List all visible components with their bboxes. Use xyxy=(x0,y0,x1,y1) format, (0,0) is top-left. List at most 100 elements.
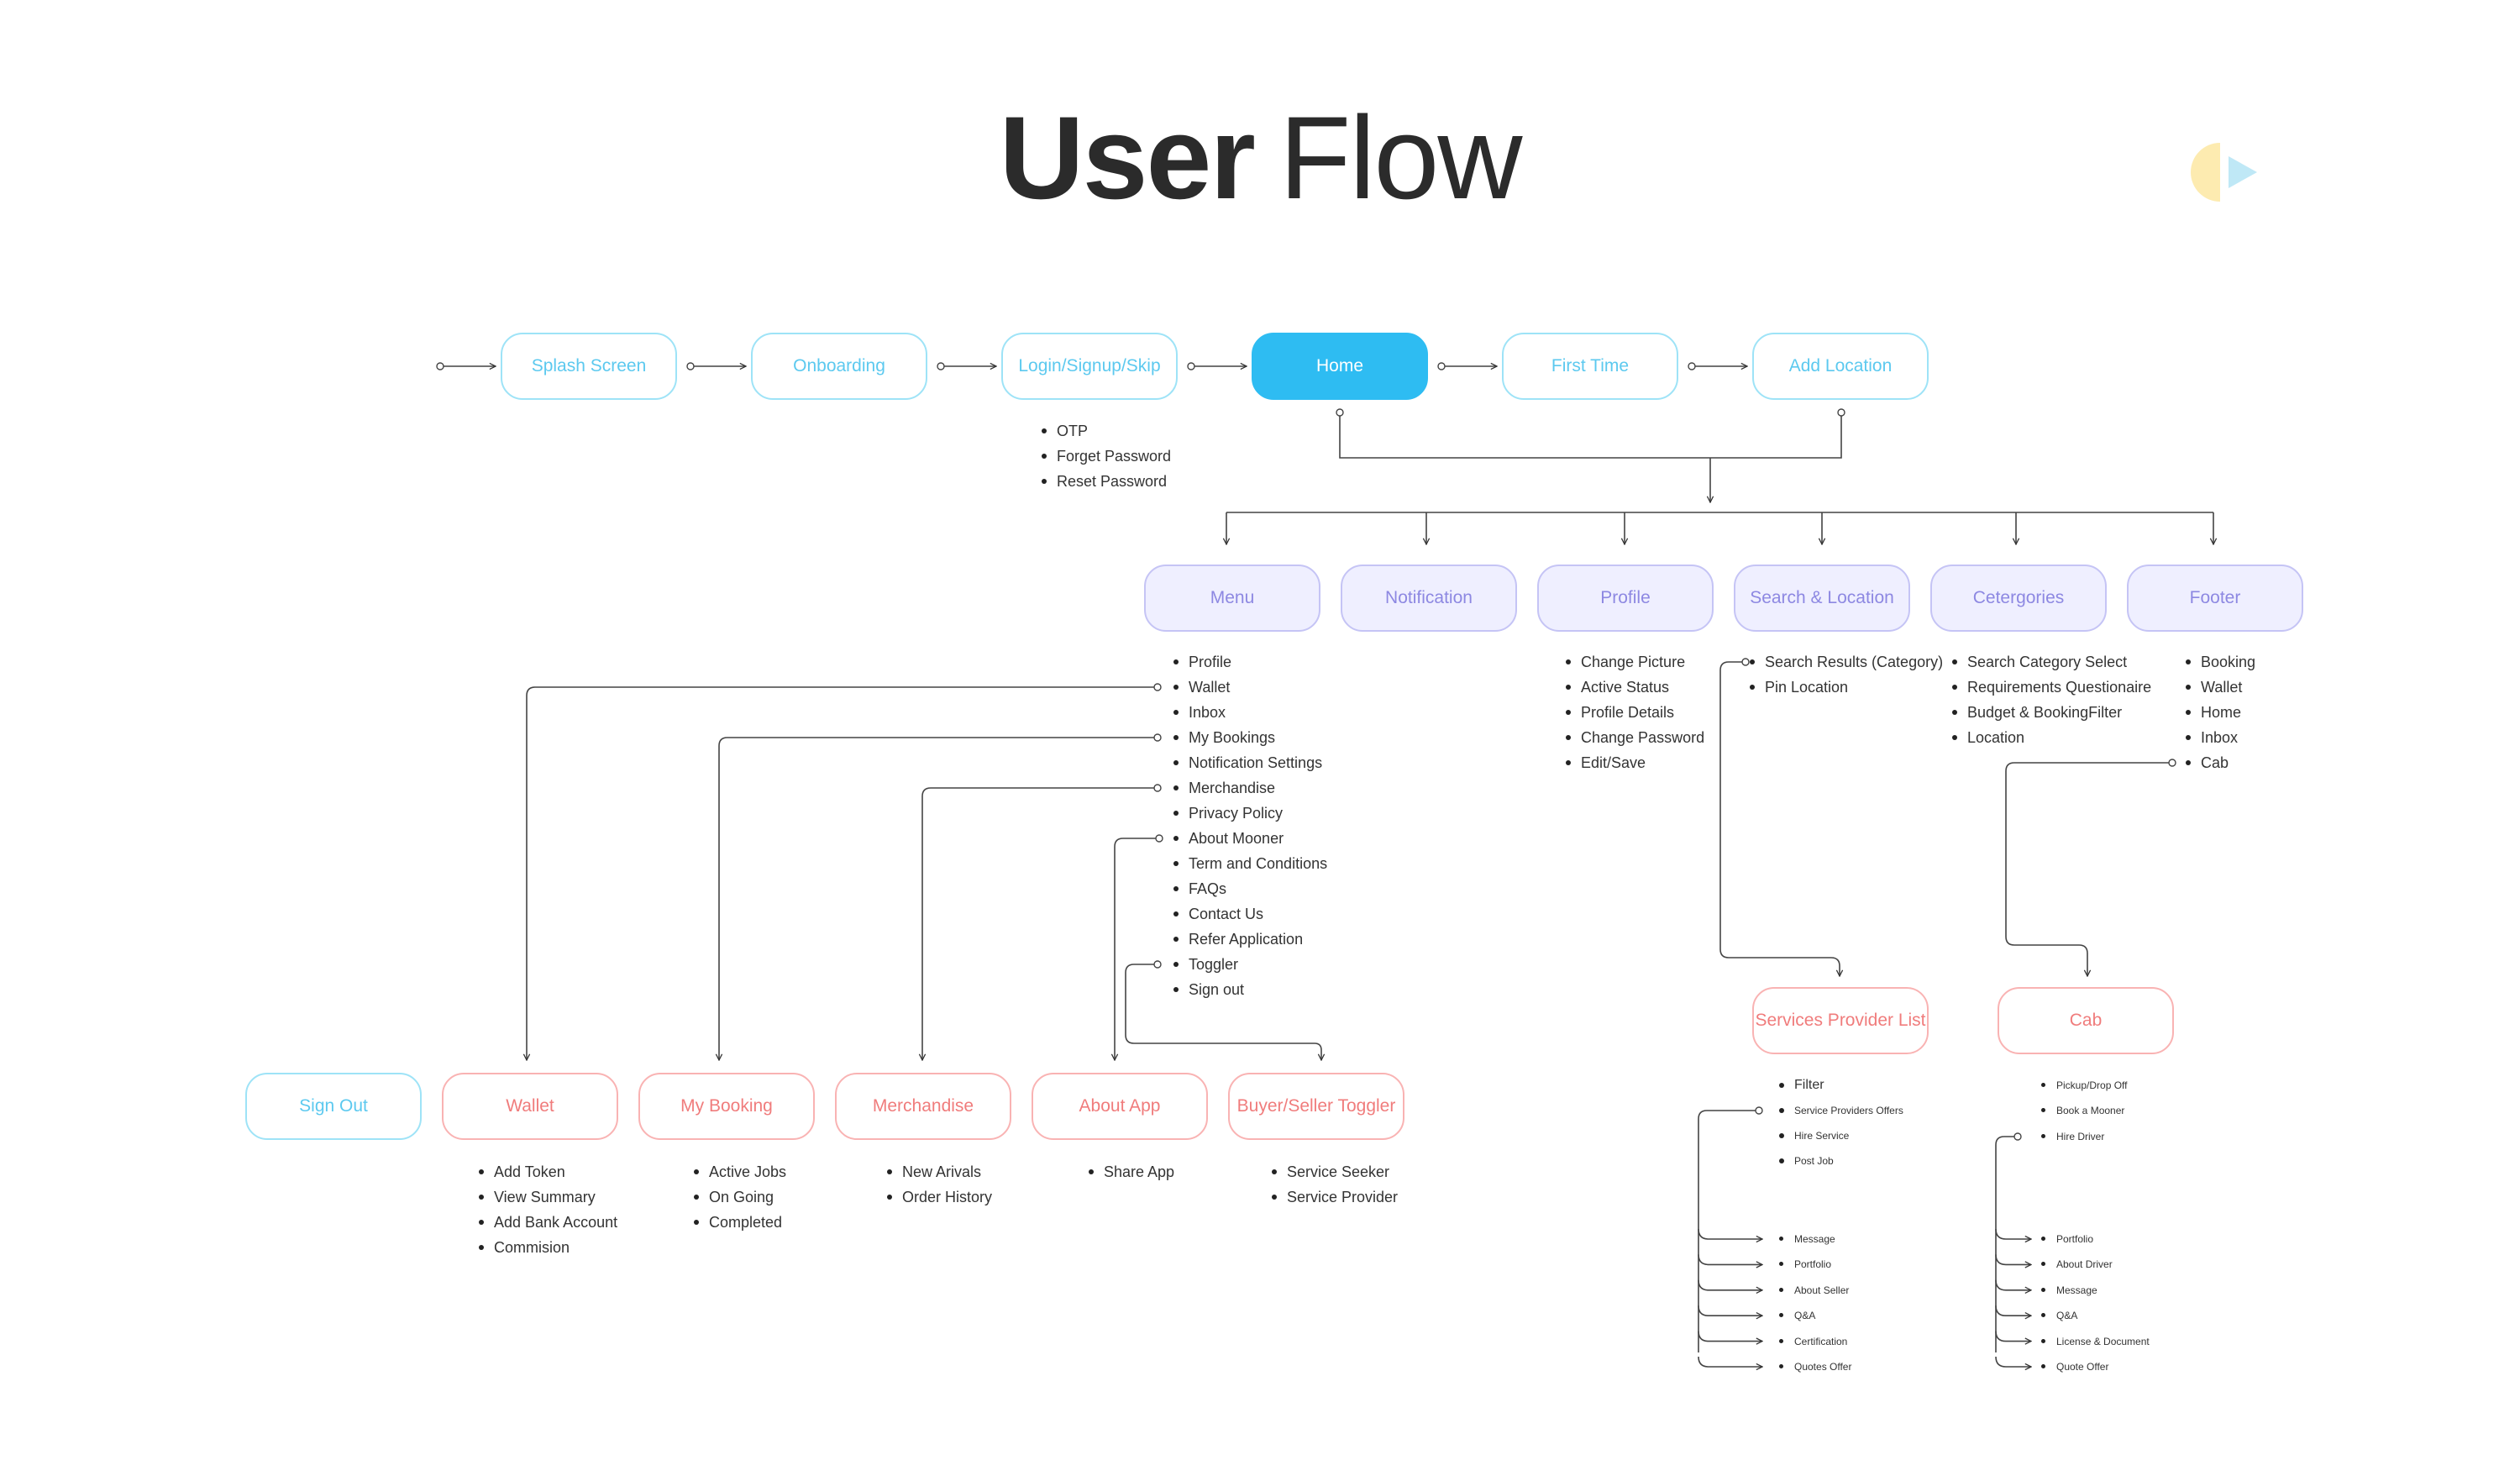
profile-sub-list: Change Picture Active Status Profile Det… xyxy=(1566,649,1704,775)
node-notification[interactable]: Notification xyxy=(1341,565,1517,632)
node-services-provider-list[interactable]: Services Provider List xyxy=(1752,987,1929,1054)
list-item: Forget Password xyxy=(1042,444,1171,469)
list-item: Home xyxy=(2186,700,2255,725)
list-item: Location xyxy=(1952,725,2151,750)
list-item: License & Document xyxy=(2041,1329,2150,1354)
list-item: Filter xyxy=(1779,1073,1903,1098)
node-buyer-seller-toggler[interactable]: Buyer/Seller Toggler xyxy=(1228,1073,1404,1140)
node-splash-screen[interactable]: Splash Screen xyxy=(501,333,677,400)
list-item: Budget & BookingFilter xyxy=(1952,700,2151,725)
offers-branch xyxy=(1698,1356,1762,1367)
list-item: Service Providers Offers xyxy=(1779,1098,1903,1123)
list-item: Commision xyxy=(479,1235,617,1260)
list-item: View Summary xyxy=(479,1184,617,1210)
connector-dot xyxy=(937,362,945,370)
list-item: OTP xyxy=(1042,418,1171,444)
list-item: Portfolio xyxy=(2041,1226,2150,1252)
list-item: Wallet xyxy=(2186,675,2255,700)
list-item: Certification xyxy=(1779,1329,1851,1354)
list-item: Q&A xyxy=(2041,1303,2150,1328)
node-login[interactable]: Login/Signup/Skip xyxy=(1001,333,1178,400)
services-provider-top-list: Filter Service Providers Offers Hire Ser… xyxy=(1779,1073,1903,1174)
connector-dot xyxy=(2168,759,2176,767)
driver-trunk xyxy=(1995,1136,2014,1352)
list-item: Profile Details xyxy=(1566,700,1704,725)
connector-dot xyxy=(686,362,695,370)
list-item: Profile xyxy=(1173,649,1327,675)
node-sign-out[interactable]: Sign Out xyxy=(245,1073,422,1140)
merchandise-connector xyxy=(922,787,1154,1060)
driver-branch xyxy=(1995,1305,2031,1316)
offers-branch xyxy=(1698,1331,1762,1342)
list-item: About Seller xyxy=(1779,1278,1851,1303)
list-item: Active Jobs xyxy=(694,1159,786,1184)
connector-dot xyxy=(1153,784,1162,792)
search-location-sub-list: Search Results (Category) Pin Location xyxy=(1750,649,1943,700)
cab-sub-list: Portfolio About Driver Message Q&A Licen… xyxy=(2041,1226,2150,1379)
list-item: Message xyxy=(1779,1226,1851,1252)
list-item: Add Bank Account xyxy=(479,1210,617,1235)
list-item: Q&A xyxy=(1779,1303,1851,1328)
list-item: Order History xyxy=(887,1184,992,1210)
list-item: Pickup/Drop Off xyxy=(2041,1073,2127,1098)
list-item: Inbox xyxy=(1173,700,1327,725)
list-item: Search Results (Category) xyxy=(1750,649,1943,675)
my-booking-sub-list: Active Jobs On Going Completed xyxy=(694,1159,786,1235)
node-wallet[interactable]: Wallet xyxy=(442,1073,618,1140)
list-item: Merchandise xyxy=(1173,775,1327,801)
node-add-location[interactable]: Add Location xyxy=(1752,333,1929,400)
list-item: Change Password xyxy=(1566,725,1704,750)
services-connector xyxy=(1719,661,1840,976)
offers-trunk xyxy=(1698,1110,1756,1352)
offers-branch xyxy=(1698,1279,1762,1290)
driver-branch xyxy=(1995,1356,2031,1367)
list-item: Quote Offer xyxy=(2041,1354,2150,1379)
list-item: Privacy Policy xyxy=(1173,801,1327,826)
offers-branch xyxy=(1698,1228,1762,1239)
about-connector xyxy=(1115,838,1156,1060)
node-search-location[interactable]: Search & Location xyxy=(1734,565,1910,632)
list-item: Inbox xyxy=(2186,725,2255,750)
logo-icon xyxy=(2191,143,2257,202)
list-item: Portfolio xyxy=(1779,1252,1851,1277)
list-item: Service Provider xyxy=(1272,1184,1398,1210)
node-first-time[interactable]: First Time xyxy=(1502,333,1678,400)
connector-dot xyxy=(1187,362,1195,370)
node-footer[interactable]: Footer xyxy=(2127,565,2303,632)
node-categories[interactable]: Cetergories xyxy=(1930,565,2107,632)
node-profile[interactable]: Profile xyxy=(1537,565,1714,632)
booking-connector xyxy=(719,737,1154,1060)
toggler-sub-list: Service Seeker Service Provider xyxy=(1272,1159,1398,1210)
cab-connector xyxy=(2005,762,2169,976)
connector-dot xyxy=(1741,658,1750,666)
driver-branch xyxy=(1995,1279,2031,1290)
node-merchandise[interactable]: Merchandise xyxy=(835,1073,1011,1140)
node-menu[interactable]: Menu xyxy=(1144,565,1320,632)
connector-dot xyxy=(1153,960,1162,969)
driver-branch xyxy=(1995,1228,2031,1239)
list-item: Add Token xyxy=(479,1159,617,1184)
node-onboarding[interactable]: Onboarding xyxy=(751,333,927,400)
footer-sub-list: Booking Wallet Home Inbox Cab xyxy=(2186,649,2255,775)
connector-dot xyxy=(1688,362,1696,370)
list-item: Share App xyxy=(1089,1159,1174,1184)
connector-dot xyxy=(1153,683,1162,691)
list-item: Reset Password xyxy=(1042,469,1171,494)
node-home[interactable]: Home xyxy=(1252,333,1428,400)
list-item: Sign out xyxy=(1173,977,1327,1002)
connector-dot xyxy=(1437,362,1446,370)
node-my-booking[interactable]: My Booking xyxy=(638,1073,815,1140)
list-item: Book a Mooner xyxy=(2041,1098,2127,1123)
node-about-app[interactable]: About App xyxy=(1032,1073,1208,1140)
list-item: New Arivals xyxy=(887,1159,992,1184)
list-item: Quotes Offer xyxy=(1779,1354,1851,1379)
list-item: My Bookings xyxy=(1173,725,1327,750)
wallet-connector xyxy=(527,686,1154,1060)
menu-sub-list: Profile Wallet Inbox My Bookings Notific… xyxy=(1173,649,1327,1002)
node-cab[interactable]: Cab xyxy=(1998,987,2174,1054)
list-item: Cab xyxy=(2186,750,2255,775)
cab-top-list: Pickup/Drop Off Book a Mooner Hire Drive… xyxy=(2041,1073,2127,1149)
list-item: Change Picture xyxy=(1566,649,1704,675)
